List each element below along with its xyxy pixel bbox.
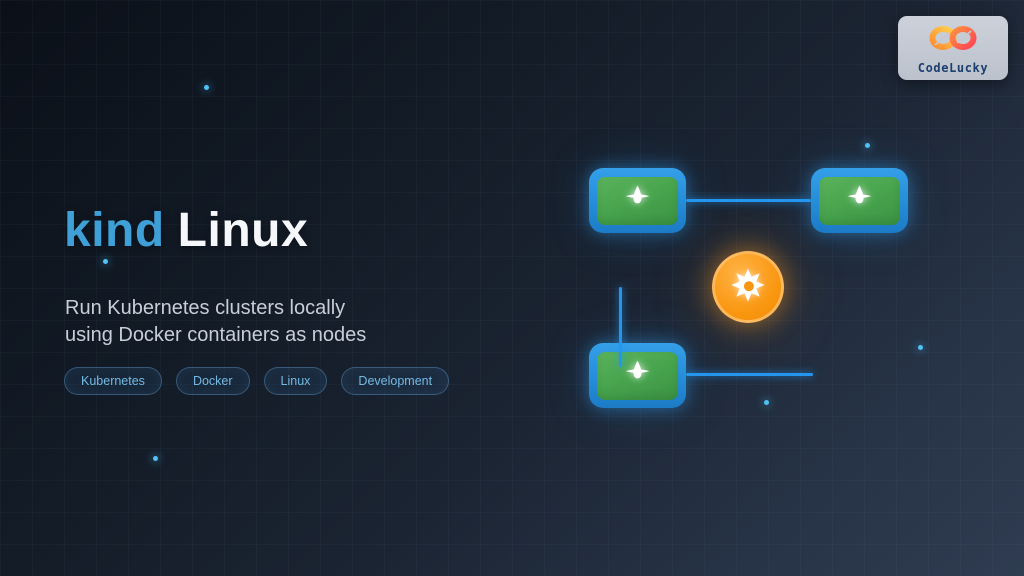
container-node-2 [811, 168, 908, 233]
container-node-1-body [597, 176, 678, 225]
sparkle-icon [846, 183, 873, 218]
control-plane-circle [712, 251, 784, 323]
gear-icon [730, 267, 766, 308]
particle-dot [103, 259, 108, 264]
connector-bottom [686, 373, 813, 376]
infinity-icon [922, 22, 984, 59]
brand-logo-card[interactable]: CodeLucky [898, 16, 1008, 80]
container-node-2-body [819, 176, 900, 225]
connector-top [686, 199, 811, 202]
connector-vertical [619, 287, 622, 367]
brand-name: CodeLucky [917, 60, 989, 75]
container-node-3 [589, 343, 686, 408]
title-rest: Linux [177, 204, 309, 257]
tag-list: Kubernetes Docker Linux Development [64, 367, 450, 395]
tag-development[interactable]: Development [341, 367, 450, 395]
subtitle-line-1: Run Kubernetes clusters locally [65, 297, 346, 319]
container-node-3-body [597, 351, 678, 400]
title-accent: kind [64, 204, 165, 257]
container-node-1 [589, 168, 686, 233]
particle-dot [153, 456, 158, 461]
tag-linux[interactable]: Linux [263, 367, 328, 395]
subtitle: Run Kubernetes clusters locally using Doc… [65, 295, 366, 349]
particle-dot [204, 85, 209, 90]
particle-dot [764, 400, 769, 405]
particle-dot [865, 143, 870, 148]
tag-docker[interactable]: Docker [175, 367, 250, 395]
particle-dot [918, 345, 923, 350]
tag-kubernetes[interactable]: Kubernetes [64, 367, 162, 395]
sparkle-icon [624, 183, 651, 218]
subtitle-line-2: using Docker containers as nodes [65, 324, 367, 346]
sparkle-icon [624, 358, 651, 393]
